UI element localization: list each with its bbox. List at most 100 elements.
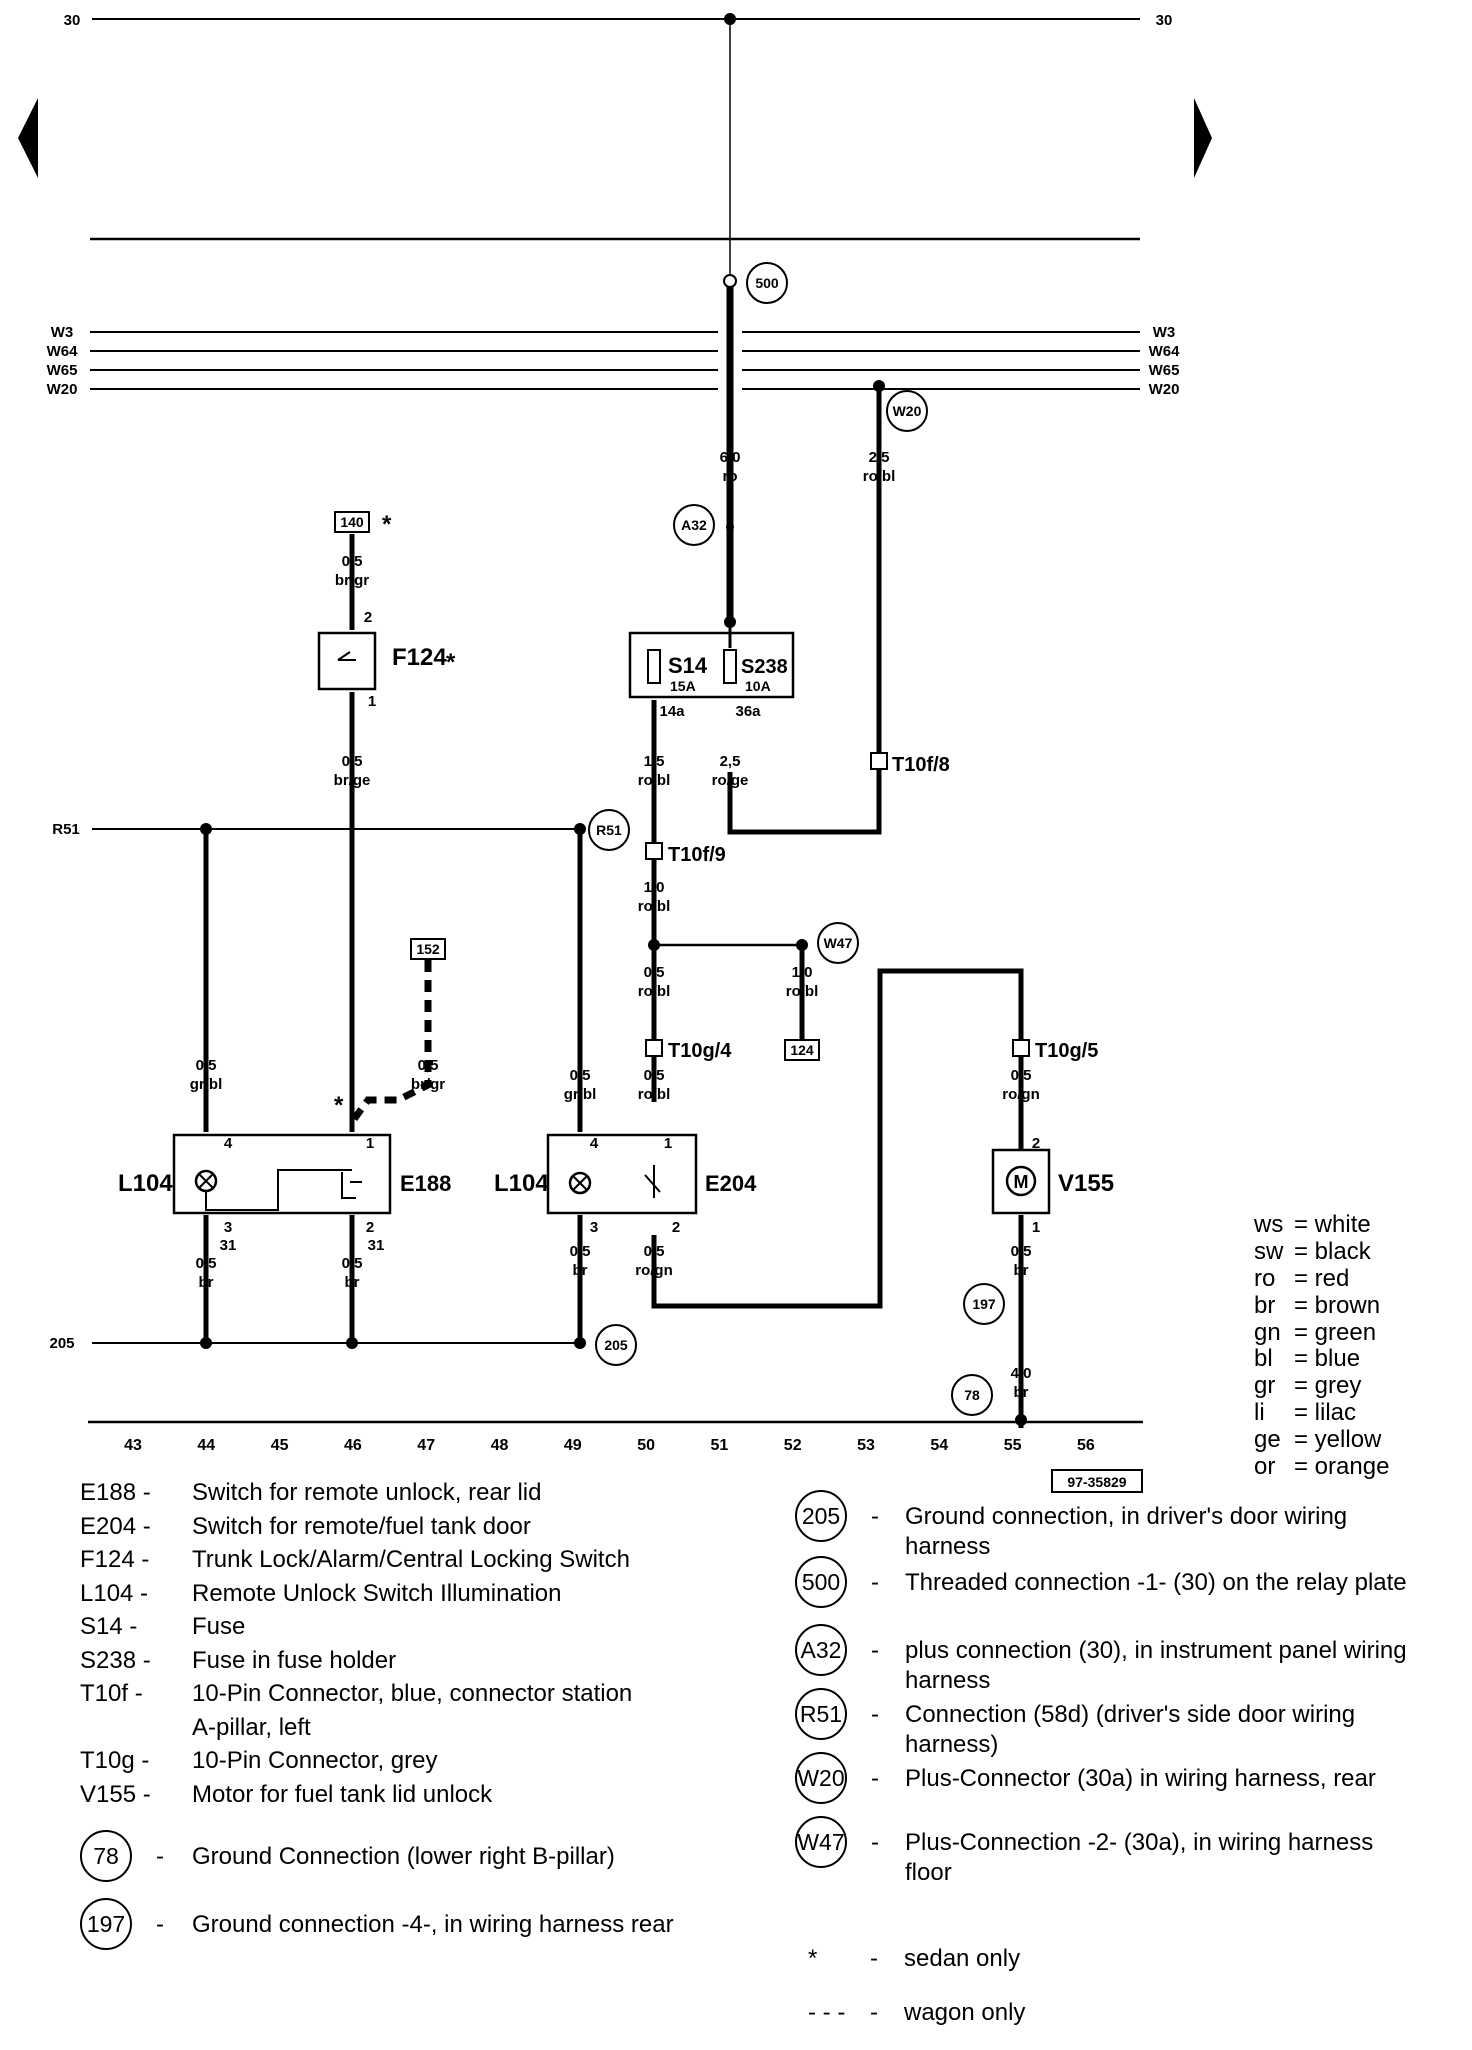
- legend-desc: Fuse: [192, 1613, 246, 1640]
- wire-color-wg1: br: [199, 1274, 214, 1291]
- ruler-number: 53: [857, 1437, 875, 1454]
- color-name: = orange: [1294, 1453, 1390, 1481]
- legend-row: T10g -10-Pin Connector, grey: [80, 1744, 760, 1778]
- color-code-row: br= brown: [1254, 1291, 1389, 1320]
- legend-code: E188 -: [80, 1479, 151, 1506]
- component-boxes: [172, 631, 1051, 1215]
- pin-e2a: 2: [366, 1219, 374, 1236]
- bus-w20-label-left: W20: [47, 381, 78, 398]
- wire-color-w152: br/gr: [411, 1076, 445, 1093]
- legend-circle-num: 197: [80, 1898, 132, 1950]
- ruler-number: 44: [197, 1437, 215, 1454]
- legend-right-row: A32-plus connection (30), in instrument …: [795, 1624, 1465, 1694]
- pin-v1: 1: [1032, 1219, 1040, 1236]
- legend-desc: Switch for remote unlock, rear lid: [192, 1479, 542, 1506]
- l104a-label: L104: [118, 1170, 173, 1197]
- legend-row: T10f -10-Pin Connector, blue, connector …: [80, 1677, 760, 1711]
- s238-label: S238: [741, 656, 788, 678]
- legend-dash: -: [156, 1843, 164, 1870]
- legend-row: A-pillar, left: [80, 1711, 760, 1745]
- legend-right-row: 500-Threaded connection -1- (30) on the …: [795, 1556, 1465, 1608]
- connector-cr51: R51: [596, 822, 622, 838]
- legend-line1: Plus-Connection -2- (30a), in wiring har…: [905, 1829, 1374, 1856]
- connector-c500: 500: [755, 275, 779, 291]
- legend-code: S238 -: [80, 1646, 151, 1674]
- wire-size-we204: 0,5: [644, 1067, 665, 1084]
- bus-205-label: 205: [49, 1335, 74, 1352]
- s238-amp: 10A: [745, 678, 771, 694]
- legend-code: E204 -: [80, 1512, 151, 1540]
- legend-circle-num: A32: [795, 1624, 847, 1676]
- color-name: = brown: [1294, 1291, 1381, 1319]
- l104-e204-housing: [546, 1133, 698, 1215]
- footnote-desc: sedan only: [904, 1945, 1021, 1972]
- page-prev-arrow[interactable]: [18, 98, 38, 178]
- wire-color-wg5: br: [1014, 1262, 1029, 1279]
- t10f8-label: T10f/8: [892, 754, 950, 776]
- legend-row: E188 - Switch for remote unlock, rear lid: [80, 1476, 760, 1510]
- connector-symbols: [645, 752, 1030, 1057]
- wire-size-ww47: 1,0: [792, 964, 813, 981]
- s14-amp: 15A: [670, 678, 696, 694]
- bus-w64-label-right: W64: [1149, 343, 1181, 360]
- motor-symbol: [1005, 1165, 1037, 1197]
- color-code-row: bl= blue: [1254, 1346, 1389, 1373]
- legend-desc: 10-Pin Connector, grey: [192, 1747, 438, 1774]
- color-abbr: sw: [1254, 1237, 1284, 1265]
- page-next-arrow[interactable]: [1194, 98, 1212, 178]
- color-abbr: gr: [1254, 1372, 1276, 1400]
- color-name: = white: [1294, 1211, 1371, 1238]
- color-code-row: ge= yellow: [1254, 1426, 1389, 1454]
- f124-label: F124: [392, 644, 447, 671]
- legend-dash: -: [871, 1569, 879, 1596]
- legend-row: V155 -Motor for fuel tank lid unlock: [80, 1778, 760, 1812]
- junctions: [200, 13, 1027, 1426]
- e204-label: E204: [705, 1171, 757, 1196]
- box-124: 124: [790, 1042, 814, 1058]
- bus-w64-label-left: W64: [47, 343, 79, 360]
- footnote-symbol: - - -: [808, 1999, 846, 2026]
- legend-code: F124 -: [80, 1546, 150, 1573]
- color-name: = red: [1294, 1264, 1350, 1292]
- pin-s238pin: 36a: [735, 703, 761, 720]
- pin-l4b: 4: [590, 1135, 599, 1152]
- wire-size-ww20: 2,5: [869, 449, 890, 466]
- legend-desc: Fuse in fuse holder: [192, 1646, 397, 1674]
- wire-color-wg6: br: [1014, 1384, 1029, 1401]
- legend-circle-row: 197-Ground connection -4-, in wiring har…: [80, 1898, 760, 1976]
- legend-dash: -: [871, 1503, 879, 1530]
- f124-switch-symbol: [337, 651, 356, 661]
- fuse-s14: [647, 649, 661, 684]
- wire-e204-v155: [651, 968, 1024, 1309]
- e188-switch-symbol: [341, 1172, 362, 1199]
- open-junction-500: [723, 274, 737, 288]
- ruler-number: 43: [124, 1437, 142, 1454]
- wire-size-wt9: 1,0: [644, 879, 665, 896]
- legend-line2: floor: [905, 1859, 952, 1886]
- bus-r51-label: R51: [52, 821, 80, 838]
- color-code-row: ws= white: [1254, 1211, 1389, 1239]
- color-code-row: sw= black: [1254, 1237, 1389, 1266]
- connector-c197: 197: [972, 1296, 996, 1312]
- e188-label: E188: [400, 1171, 451, 1196]
- e204-switch-symbol: [644, 1165, 661, 1198]
- pin-f2: 2: [364, 609, 372, 626]
- color-name: = grey: [1294, 1372, 1362, 1400]
- l104-e188-housing: [172, 1133, 392, 1215]
- bus-w3-label-left: W3: [51, 324, 74, 341]
- t10g4-symbol: [645, 1039, 663, 1057]
- legend-circle-row: 78-Ground Connection (lower right B-pill…: [80, 1830, 760, 1908]
- wire-color-we204: ro/bl: [638, 1086, 671, 1103]
- wire-w20-ro-bl: [727, 386, 882, 835]
- color-abbr: ro: [1254, 1264, 1276, 1292]
- box-152: 152: [416, 941, 440, 957]
- color-abbr: gn: [1254, 1318, 1281, 1346]
- s14-label: S14: [668, 653, 708, 678]
- legend-line1: Plus-Connector (30a) in wiring harness, …: [905, 1765, 1376, 1792]
- wire-color-w140: br/gr: [335, 572, 369, 589]
- wire-color-ws238: ro/ge: [712, 772, 749, 789]
- legend-code: L104 -: [80, 1579, 149, 1607]
- legend-dash: -: [871, 1829, 879, 1856]
- color-abbr: ge: [1254, 1426, 1281, 1454]
